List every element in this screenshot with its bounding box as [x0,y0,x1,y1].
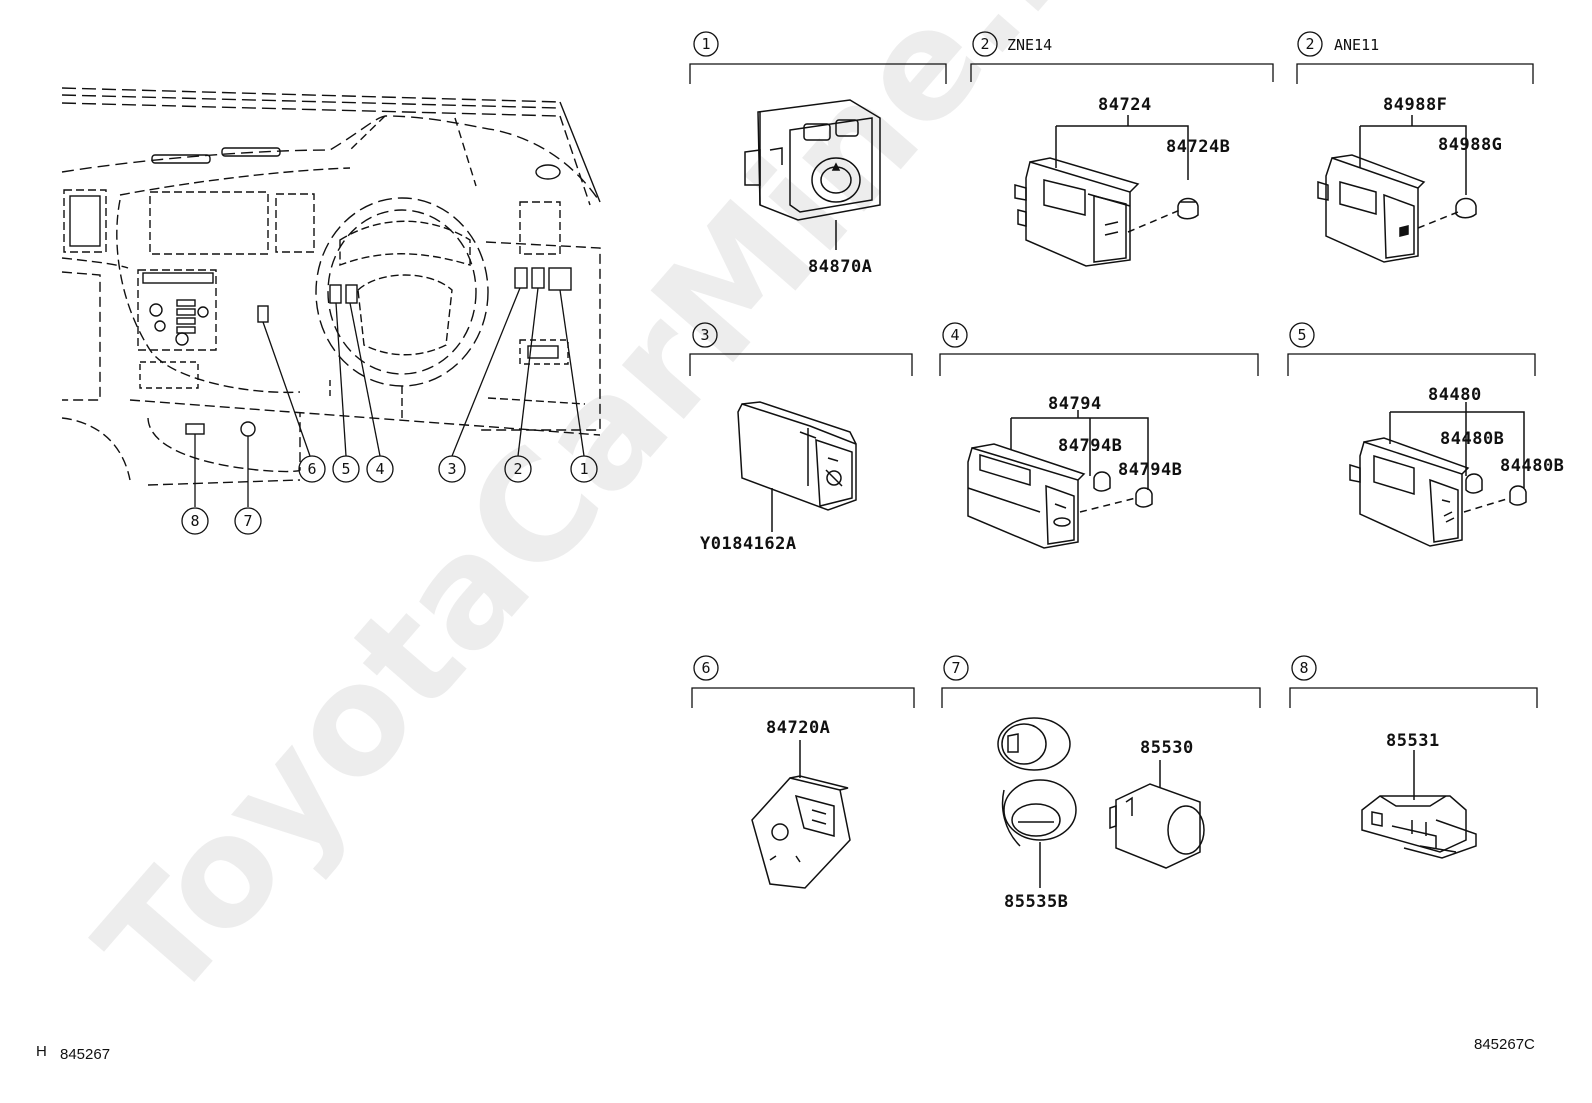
section-2-variant-label: ANE11 [1334,36,1379,54]
part-number-label: 84720A [766,718,830,738]
footer-code: 845267 [60,1046,110,1063]
callout-7-circle [234,507,262,535]
callout-leaders [194,287,585,507]
callout-4-circle [366,455,394,483]
section-2-number: 2 [1305,35,1314,53]
part-number-label: 84724 [1098,95,1152,115]
callout-2-circle [504,455,532,483]
power-outlet-drawing [997,717,1205,888]
callout-label: 7 [243,512,252,530]
callout-8-circle [181,507,209,535]
section-8-number: 8 [1299,659,1308,677]
footer-prefix: H [36,1043,47,1060]
switch-84720A-drawing [751,740,851,889]
callout-6-circle [298,455,326,483]
footer-figure-code: 845267C [1474,1036,1535,1053]
section-1-number: 1 [701,35,710,53]
part-number-label: 84988G [1438,135,1502,155]
callout-label: 2 [513,460,522,478]
part-number-label: 84794B [1118,460,1182,480]
part-number-label: 85530 [1140,738,1194,758]
part-number-label: 84870A [808,257,872,277]
callout-1-circle [570,455,598,483]
part-number-label: 84480 [1428,385,1482,405]
callout-5-circle [332,455,360,483]
section-4-number: 4 [950,326,959,344]
callout-label: 4 [375,460,384,478]
section-2-number: 2 [980,35,989,53]
callout-label: 8 [190,512,199,530]
part-number-label: 85535B [1004,892,1068,912]
section-7-number: 7 [951,659,960,677]
callout-3-circle [438,455,466,483]
mirror-switch-drawing [744,99,881,250]
section-brackets [689,63,1538,708]
callout-label: 3 [447,460,456,478]
part-number-label: 84794B [1058,436,1122,456]
socket-85531-drawing [1361,750,1477,859]
dashboard-callout-labels: 1 2 3 4 5 6 7 8 [190,460,588,530]
section-number-circles [692,31,1323,681]
part-number-label: 85531 [1386,731,1440,751]
section-3-number: 3 [700,326,709,344]
dashboard-overview [61,87,601,486]
switch-84988-drawing [1317,115,1477,263]
section-headers: 1 2 2 3 4 5 6 7 8 [700,35,1314,677]
section-2-variant-label: ZNE14 [1007,36,1052,54]
switch-84480-drawing [1349,402,1527,547]
switch-84724-drawing [1014,115,1199,267]
part-number-label: 84988F [1383,95,1447,115]
callout-label: 5 [341,460,350,478]
switch-84794-drawing [967,410,1153,549]
section-5-number: 5 [1297,326,1306,344]
part-number-label: 84480B [1500,456,1564,476]
watermark: ToyotaCarMine.ru [66,0,1176,1034]
callout-label: 6 [307,460,316,478]
callout-label: 1 [579,460,588,478]
dashboard-callouts [181,455,598,535]
part-number-label: 84724B [1166,137,1230,157]
part-number-label: 84480B [1440,429,1504,449]
part-number-label: Y0184162A [700,534,797,554]
part-number-label: 84794 [1048,394,1102,414]
switch-Y0184162A-drawing [737,401,857,532]
section-6-number: 6 [701,659,710,677]
